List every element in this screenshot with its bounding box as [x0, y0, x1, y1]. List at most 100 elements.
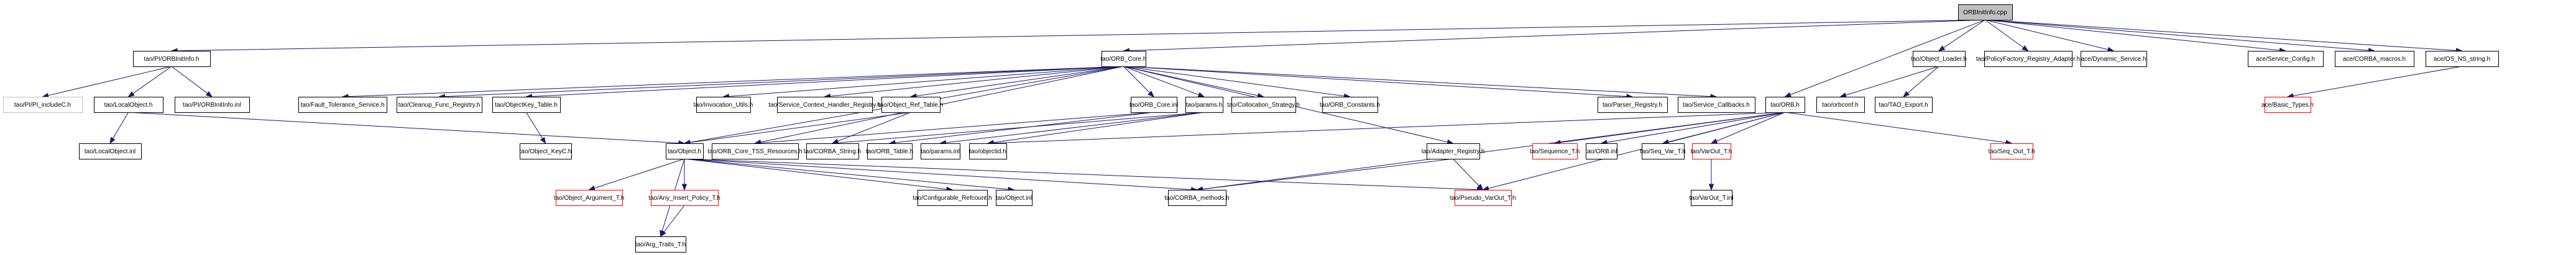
node-box — [94, 97, 163, 113]
node-label: tao/ORB_Core.inl — [1129, 102, 1178, 109]
graph-node-corba-methods-h[interactable]: tao/CORBA_methods.h — [1164, 190, 1230, 206]
node-label: tao/Service_Callbacks.h — [1683, 102, 1749, 109]
node-label: ace/OS_NS_string.h — [2434, 56, 2490, 63]
node-label: tao/VarOut_T.h — [1691, 148, 1732, 155]
graph-node-params-h[interactable]: tao/params.h — [1185, 97, 1223, 113]
graph-node-policyfactory-h[interactable]: tao/PolicyFactory_Registry_Adapter.h — [1976, 51, 2080, 67]
edge-object-h-to-corba-methods-h — [684, 158, 1198, 192]
edge-orb-core-inl-to-orb-table-h — [888, 112, 1154, 146]
edge-root-to-pi-orbinitinfo-h — [170, 19, 1985, 54]
node-label: tao/params.inl — [921, 148, 960, 155]
node-label: ace/CORBA_macros.h — [2343, 56, 2406, 63]
graph-node-object-keyc-h[interactable]: tao/Object_KeyC.h — [520, 143, 572, 159]
edge-object-ref-table-h-to-corba-string-h — [831, 112, 911, 144]
node-box — [1598, 97, 1668, 113]
node-box — [2081, 51, 2147, 67]
node-box — [1131, 97, 1177, 113]
graph-node-tao-export-h[interactable]: tao/TAO_Export.h — [1875, 97, 1933, 113]
node-box — [666, 143, 704, 159]
graph-node-orb-h[interactable]: tao/ORB.h — [1765, 97, 1805, 113]
graph-node-seq-out-t-h[interactable]: tao/Seq_Out_T.h — [1988, 143, 2035, 159]
graph-node-orbconf-h[interactable]: tao/orbconf.h — [1816, 97, 1865, 113]
node-box — [2248, 51, 2324, 67]
edge-orb-core-h-to-fault-tolerance-h — [341, 66, 1124, 99]
node-label: tao/Parser_Registry.h — [1603, 102, 1662, 109]
node-label: tao/VarOut_T.inl — [1690, 195, 1734, 202]
graph-node-orb-core-inl[interactable]: tao/ORB_Core.inl — [1129, 97, 1178, 113]
graph-node-orb-inl[interactable]: tao/ORB.inl — [1585, 143, 1617, 159]
graph-node-object-h[interactable]: tao/Object.h — [666, 143, 704, 159]
node-box — [921, 143, 960, 159]
graph-node-pi-orbinitinfo-h[interactable]: tao/PI/ORBInitInfo.h — [133, 51, 211, 67]
graph-node-object-loader-h[interactable]: tao/Object_Loader.h — [1911, 51, 1967, 67]
graph-node-adapter-registry-h[interactable]: tao/Adapter_Registry.h — [1422, 143, 1485, 159]
graph-node-root[interactable]: ORBInitInfo.cpp — [1958, 4, 2013, 20]
graph-node-localobject-inl[interactable]: tao/LocalObject.inl — [79, 143, 142, 159]
graph-node-configurable-refcount-h[interactable]: tao/Configurable_Refcount.h — [913, 190, 992, 206]
graph-node-seq-var-t-h[interactable]: tao/Seq_Var_T.h — [1640, 143, 1686, 159]
arrowhead-icon — [109, 136, 116, 145]
graph-node-params-inl[interactable]: tao/params.inl — [921, 143, 960, 159]
graph-node-orb-constants-h[interactable]: tao/ORB_Constants.h — [1320, 97, 1380, 113]
graph-node-varout-t-h[interactable]: tao/VarOut_T.h — [1691, 143, 1732, 159]
graph-node-sequence-t-h[interactable]: tao/Sequence_T.h — [1530, 143, 1580, 159]
node-label: ace/Service_Config.h — [2256, 56, 2315, 63]
node-label: tao/PI/PI_includeC.h — [14, 102, 71, 109]
graph-node-invocation-utils-h[interactable]: tao/Invocation_Utils.h — [694, 97, 753, 113]
graph-node-object-inl[interactable]: tao/Object.inl — [996, 190, 1033, 206]
graph-node-localobject-h[interactable]: tao/LocalObject.h — [94, 97, 163, 113]
graph-node-orb-core-h[interactable]: tao/ORB_Core.h — [1101, 51, 1147, 67]
graph-node-pi-orbinitinfo-inl[interactable]: tao/PI/ORBInitInfo.inl — [175, 97, 250, 113]
node-box — [520, 143, 572, 159]
graph-node-pseudo-varout-t-h[interactable]: tao/Pseudo_VarOut_T.h — [1450, 190, 1516, 206]
node-box — [1765, 97, 1805, 113]
node-box — [918, 190, 988, 206]
graph-node-objectkey-table-h[interactable]: tao/ObjectKey_Table.h — [492, 97, 561, 113]
graph-node-arg-traits-t-h[interactable]: tao/Arg_Traits_T.h — [635, 236, 686, 253]
node-box — [1692, 143, 1731, 159]
node-label: tao/Seq_Var_T.h — [1640, 148, 1686, 155]
graph-node-service-config-h[interactable]: ace/Service_Config.h — [2248, 51, 2324, 67]
node-label: tao/Object_Argument_T.h — [554, 195, 624, 202]
edge-orb-core-h-to-orb-constants-h — [1123, 66, 1351, 99]
node-box — [969, 143, 1007, 159]
graph-node-os-ns-string-h[interactable]: ace/OS_NS_string.h — [2426, 51, 2499, 67]
node-box — [696, 97, 751, 113]
node-label: tao/ORB_Core.h — [1101, 56, 1147, 63]
graph-node-object-argument-t-h[interactable]: tao/Object_Argument_T.h — [554, 190, 624, 206]
node-box — [1185, 97, 1223, 113]
graph-node-corba-string-h[interactable]: tao/CORBA_String.h — [804, 143, 861, 159]
graph-node-parser-registry-h[interactable]: tao/Parser_Registry.h — [1598, 97, 1668, 113]
edge-any-insert-policy-t-h-to-arg-traits-t-h — [660, 205, 685, 238]
node-box — [1586, 143, 1617, 159]
nodes-layer: ORBInitInfo.cpp tao/PI/ORBInitInfo.h tao/O… — [3, 4, 2499, 253]
graph-node-service-callbacks-h[interactable]: tao/Service_Callbacks.h — [1678, 97, 1755, 113]
graph-node-objectid-h[interactable]: tao/objectid.h — [969, 143, 1007, 159]
node-box — [79, 143, 142, 159]
graph-node-object-ref-table-h[interactable]: tao/Object_Ref_Table.h — [878, 97, 944, 113]
node-label: tao/orbconf.h — [1822, 102, 1858, 109]
node-label: ace/Basic_Types.h — [2261, 102, 2314, 109]
node-label: tao/Collocation_Strategy.h — [1227, 102, 1300, 109]
graph-node-orb-table-h[interactable]: tao/ORB_Table.h — [866, 143, 913, 159]
graph-node-dynamic-service-h[interactable]: ace/Dynamic_Service.h — [2081, 51, 2147, 67]
arrowhead-icon — [588, 186, 596, 191]
node-box — [2426, 51, 2499, 67]
graph-node-corba-macros-h[interactable]: ace/CORBA_macros.h — [2335, 51, 2414, 67]
graph-node-orb-core-tss-h[interactable]: tao/ORB_Core_TSS_Resources.h — [707, 143, 803, 159]
node-label: tao/Object.inl — [996, 195, 1032, 202]
node-box — [492, 97, 561, 113]
graph-node-any-insert-policy-t-h[interactable]: tao/Any_Insert_Policy_T.h — [648, 190, 720, 206]
node-box — [1532, 143, 1578, 159]
arrowhead-icon — [1784, 92, 1792, 97]
node-box — [1678, 97, 1755, 113]
graph-node-fault-tolerance-h[interactable]: tao/Fault_Tolerance_Service.h — [298, 97, 387, 113]
edge-object-h-to-object-inl — [684, 158, 1015, 192]
graph-node-collocation-h[interactable]: tao/Collocation_Strategy.h — [1227, 97, 1300, 113]
graph-node-service-context-h[interactable]: tao/Service_Context_Handler_Registry.h — [768, 97, 881, 113]
graph-node-basic-types-h[interactable]: ace/Basic_Types.h — [2261, 97, 2314, 113]
graph-node-varout-t-inl[interactable]: tao/VarOut_T.inl — [1690, 190, 1734, 206]
edge-orb-h-to-seq-out-t-h — [1785, 112, 2013, 145]
graph-node-cleanup-h[interactable]: tao/Cleanup_Func_Registry.h — [397, 97, 482, 113]
node-label: tao/TAO_Export.h — [1879, 102, 1928, 109]
